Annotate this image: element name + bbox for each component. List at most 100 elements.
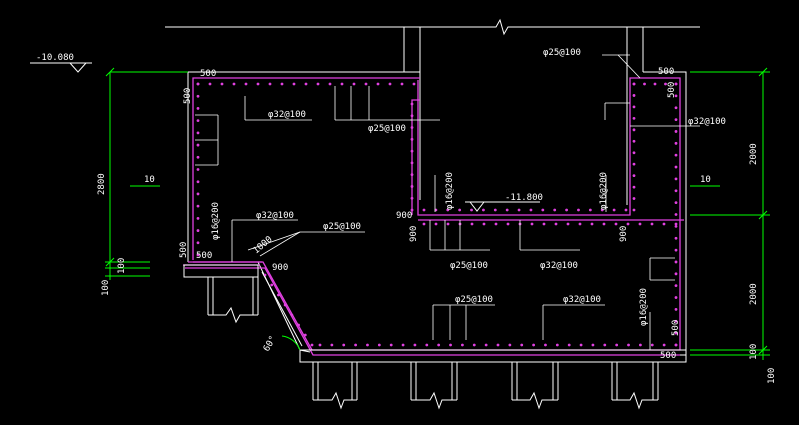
rebar-dot xyxy=(639,343,642,347)
label-500-right-top: 500 xyxy=(667,82,677,98)
rebar-dot xyxy=(567,343,571,347)
rebar-bottom-right: φ32@100 xyxy=(563,295,601,305)
rebar-dot xyxy=(577,208,580,212)
rebar-dot xyxy=(674,106,678,110)
rebar-dot xyxy=(413,343,417,347)
label-500-top-right: 500 xyxy=(658,67,674,77)
rebar-dot xyxy=(410,161,414,165)
rebar-dot xyxy=(482,222,486,226)
rebar-slope: φ25@100 xyxy=(323,222,361,232)
rebar-dot xyxy=(544,343,547,347)
rebar-dot xyxy=(482,208,485,212)
rebar-dot xyxy=(496,343,500,347)
rebar-dot xyxy=(244,82,248,86)
rebar-dot xyxy=(196,131,200,135)
top-ground-line xyxy=(165,18,700,36)
rebar-dot xyxy=(632,162,636,166)
rebar-dot xyxy=(446,208,450,212)
dim-right-upper: 2000 xyxy=(749,143,759,165)
concrete-outline xyxy=(187,71,687,356)
rebar-dot xyxy=(303,333,307,337)
rebar-dot xyxy=(565,208,568,212)
piles xyxy=(183,264,687,410)
rebar-dot xyxy=(364,82,368,86)
rebar-dot xyxy=(643,82,646,86)
rebar-dot xyxy=(674,141,678,145)
rebar-bottom-left: φ25@100 xyxy=(455,295,493,305)
rebar-dot xyxy=(600,208,604,212)
rebar-dot xyxy=(196,192,200,196)
rebar-dot xyxy=(400,82,404,86)
rebar-dot xyxy=(196,82,200,86)
rebar-dot xyxy=(283,303,287,307)
rebar-dot xyxy=(674,82,678,86)
rebar-dot xyxy=(470,208,473,212)
rebar-dot xyxy=(389,343,393,347)
rebar-dot xyxy=(270,283,274,287)
rebar-dot xyxy=(494,222,498,226)
rebar-dot xyxy=(674,165,678,169)
rebar-dot xyxy=(632,174,636,178)
rebar-dot xyxy=(484,343,488,347)
rebar-dot xyxy=(674,343,678,347)
rebar-dot xyxy=(674,189,678,193)
rebar-dot xyxy=(674,260,678,264)
rebar-dot xyxy=(425,343,429,347)
rebar-dot xyxy=(632,197,636,200)
dim-left-small: 100 xyxy=(117,258,127,274)
rebar-dot xyxy=(674,153,678,157)
rebar-dot xyxy=(458,208,462,212)
section-mark-left: 10 xyxy=(144,175,155,185)
rebar-dot xyxy=(196,229,200,232)
rebar-dot xyxy=(578,222,582,226)
rebar-dot xyxy=(532,343,535,347)
rebar-dot xyxy=(674,222,678,226)
rebar-mid-right: φ32@100 xyxy=(540,261,578,271)
rebar-dot xyxy=(579,343,583,347)
elevation-mark-left xyxy=(30,62,92,73)
rebar-top-main: φ32@100 xyxy=(268,110,306,120)
rebar-dot xyxy=(632,82,636,86)
rebar-left-wall-dist: φ16@200 xyxy=(211,202,221,240)
rebar-dot xyxy=(662,343,666,347)
rebar-dot xyxy=(196,241,200,245)
rebar-dot xyxy=(542,222,546,226)
rebar-dot xyxy=(632,151,636,155)
rebar-dot xyxy=(508,343,512,347)
rebar-dot xyxy=(554,222,558,226)
rebar-dot xyxy=(220,82,224,86)
leader-lines xyxy=(195,54,700,350)
rebar-dot xyxy=(674,130,678,133)
rebar-dot xyxy=(653,82,657,86)
rebar-dot xyxy=(297,323,300,327)
rebar-dot xyxy=(626,222,630,226)
rebar-dot xyxy=(410,196,414,200)
label-900-inner: 900 xyxy=(396,211,412,221)
dim-right-small: 100 xyxy=(749,344,759,360)
rebar-dot xyxy=(196,155,200,159)
rebar-dot xyxy=(196,168,200,171)
rebar-dot xyxy=(340,82,344,86)
rebar-dot xyxy=(674,284,678,288)
rebar-dot xyxy=(530,222,534,226)
upper-walls xyxy=(403,27,644,72)
rebar-dot xyxy=(517,208,521,212)
thickness-labels: 500 500 500 500 900 900 xyxy=(196,67,676,361)
rebar-dot xyxy=(602,222,606,226)
rebar-dot xyxy=(196,204,200,208)
rebar-dot xyxy=(277,293,280,297)
rebar-dot xyxy=(232,82,236,86)
rebar-dot xyxy=(410,185,414,188)
rebar-dot xyxy=(352,82,356,86)
angle-label: 60° xyxy=(262,334,279,353)
rebar-dot xyxy=(624,208,628,212)
dim-right-small2: 100 xyxy=(767,368,777,384)
rebar-left-step: φ32@100 xyxy=(256,211,294,221)
rebar-dot xyxy=(446,222,450,226)
label-900-slope: 900 xyxy=(272,263,288,273)
rebar-dot xyxy=(529,208,533,212)
rebar-dot xyxy=(590,222,594,226)
elevation-label: -10.080 xyxy=(36,53,74,63)
rebar-right-lower-dist: φ16@200 xyxy=(639,288,649,326)
rebar-dot xyxy=(520,343,524,347)
